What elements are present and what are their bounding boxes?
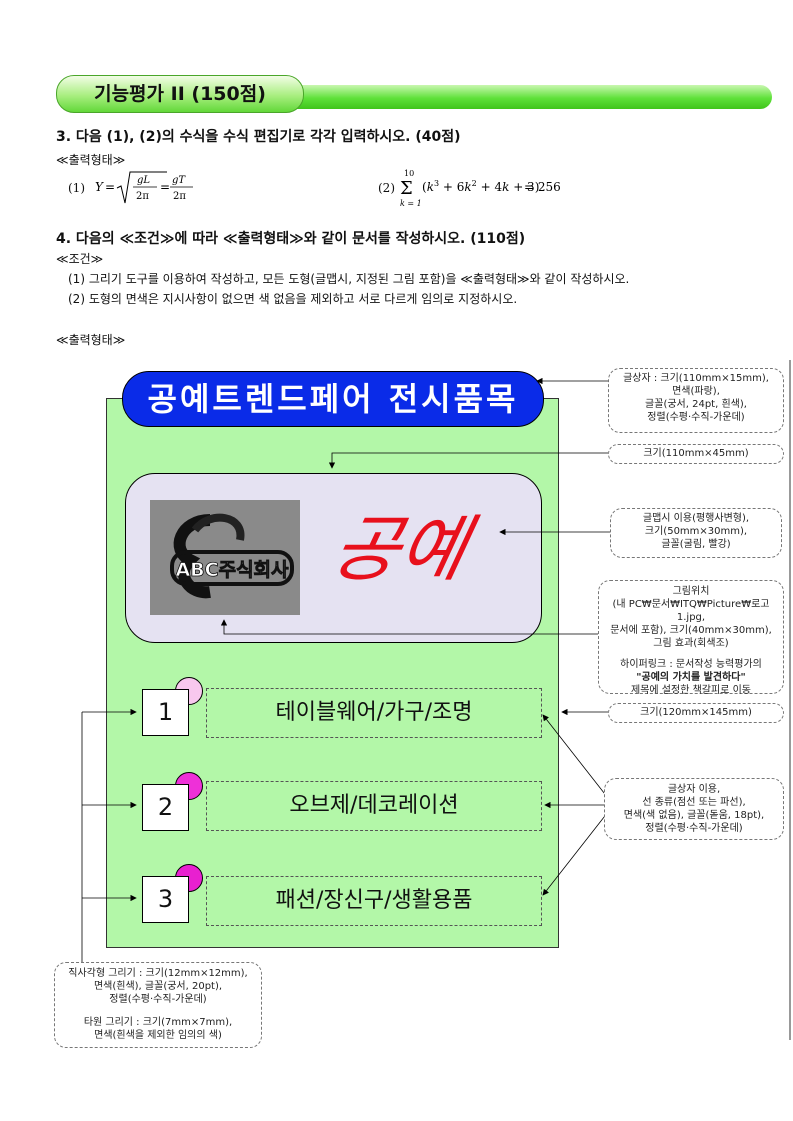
svg-text:(k3 + 6k2 + 4k + 3): (k3 + 6k2 + 4k + 3) — [422, 179, 539, 194]
callout-title-line-4: 정렬(수평·수직-가운데) — [647, 412, 745, 423]
callout-image-line-2: (내 PC₩문서₩ITQ₩Picture₩로고1.jpg, — [612, 599, 770, 623]
eq2-rhs: = 256 — [524, 180, 561, 194]
callout-wordart-line-1: 글맵시 이용(평행사변형), — [642, 513, 750, 524]
callout-textbox-line-2: 선 종류(점선 또는 파선), — [642, 797, 746, 808]
equation-2: 10 Σ k = 1 (k3 + 6k2 + 4k + 3) = 256 — [398, 166, 578, 210]
q4-condition-label: ≪조건≫ — [56, 252, 104, 266]
item-3-label: 패션/장신구/생활용품 — [206, 876, 542, 926]
equation-1: Y = gL 2π = gT 2π — [95, 170, 205, 206]
logo-graphic: ABC주식회사 — [170, 513, 294, 599]
callout-title-spec: 글상자 : 크기(110mm×15mm), 면색(파랑), 글꼴(궁서, 24p… — [608, 368, 784, 433]
callout-textbox-line-4: 정렬(수평·수직-가운데) — [645, 823, 743, 834]
callout-image-line-8: 제목에 설정한 책갈피로 이동 — [631, 685, 751, 696]
svg-text:gT: gT — [172, 175, 186, 186]
callout-shapes-line-2: 면색(흰색), 글꼴(궁서, 20pt), — [93, 981, 223, 992]
callout-shapes-line-5: 타원 그리기 : 크기(7mm×7mm), — [83, 1017, 233, 1028]
callout-size-2: 크기(120mm×145mm) — [608, 703, 784, 723]
q4-condition-1: (1) 그리기 도구를 이용하여 작성하고, 모든 도형(글맵시, 지정된 그림… — [68, 272, 630, 286]
q4-output-label: ≪출력형태≫ — [56, 333, 126, 347]
callout-title-line-3: 글꼴(궁서, 24pt, 흰색), — [645, 399, 747, 410]
svg-text:Y: Y — [95, 180, 104, 194]
callout-wordart-line-2: 크기(50mm×30mm), — [644, 526, 748, 537]
company-logo-image[interactable]: ABC주식회사 — [150, 500, 300, 615]
q4-title: 4. 다음의 ≪조건≫에 따라 ≪출력형태≫와 같이 문서를 작성하시오. (1… — [56, 231, 526, 247]
callout-image-line-4: 그림 효과(회색조) — [653, 638, 729, 649]
item-2-number-box: 2 — [142, 784, 189, 831]
callout-title-line-1: 글상자 : 크기(110mm×15mm), — [623, 373, 769, 384]
svg-text:=: = — [105, 180, 115, 194]
svg-text:10: 10 — [404, 169, 414, 178]
callout-image-spec: 그림위치 (내 PC₩문서₩ITQ₩Picture₩로고1.jpg, 문서에 포… — [598, 580, 784, 696]
callout-image-line-3: 문서에 포함), 크기(40mm×30mm), — [610, 625, 772, 636]
svg-text:gL: gL — [137, 175, 150, 186]
q4-condition-2: (2) 도형의 면색은 지시사항이 없으면 색 없음을 제외하고 서로 다르게 … — [68, 292, 518, 306]
callout-wordart-line-3: 글꼴(굴림, 빨강) — [661, 539, 731, 550]
eq1-number: (1) — [68, 181, 85, 195]
q3-title: 3. 다음 (1), (2)의 수식을 수식 편집기로 각각 입력하시오. (4… — [56, 129, 461, 145]
callout-shapes-line-3: 정렬(수평·수직-가운데) — [109, 994, 207, 1005]
svg-text:k = 1: k = 1 — [400, 199, 422, 208]
item-3-number-box: 3 — [142, 876, 189, 923]
q3-output-label: ≪출력형태≫ — [56, 153, 126, 167]
eq2-number: (2) — [378, 181, 395, 195]
logo-text: ABC주식회사 — [175, 559, 289, 581]
callout-shapes-line-6: 면색(흰색을 제외한 임의의 색) — [94, 1030, 222, 1041]
item-2-label: 오브제/데코레이션 — [206, 781, 542, 831]
svg-text:Σ: Σ — [400, 178, 413, 199]
callout-image-line-1: 그림위치 — [672, 586, 710, 597]
callout-textbox-line-3: 면색(색 없음), 글꼴(돋움, 18pt), — [623, 810, 765, 821]
callout-textbox-spec: 글상자 이용, 선 종류(점선 또는 파선), 면색(색 없음), 글꼴(돋움,… — [604, 778, 784, 840]
svg-text:2π: 2π — [173, 191, 186, 202]
item-1-label: 테이블웨어/가구/조명 — [206, 688, 542, 738]
svg-text:2π: 2π — [136, 191, 149, 202]
callout-size-1: 크기(110mm×45mm) — [608, 444, 784, 464]
callout-textbox-line-1: 글상자 이용, — [667, 784, 721, 795]
section-title: 기능평가 II (150점) — [56, 75, 304, 113]
callout-wordart-spec: 글맵시 이용(평행사변형), 크기(50mm×30mm), 글꼴(굴림, 빨강) — [610, 508, 782, 558]
callout-title-line-2: 면색(파랑), — [672, 386, 720, 397]
figure-title-box: 공예트렌드페어 전시품목 — [122, 371, 544, 427]
svg-text:=: = — [160, 180, 170, 194]
callout-shapes-spec: 직사각형 그리기 : 크기(12mm×12mm), 면색(흰색), 글꼴(궁서,… — [54, 962, 262, 1048]
item-1-number-box: 1 — [142, 689, 189, 736]
callout-image-line-6: 하이퍼링크 : 문서작성 능력평가의 — [620, 659, 762, 670]
callout-image-line-7: "공예의 가치를 발견하다" — [636, 672, 746, 683]
callout-shapes-line-1: 직사각형 그리기 : 크기(12mm×12mm), — [68, 968, 248, 979]
